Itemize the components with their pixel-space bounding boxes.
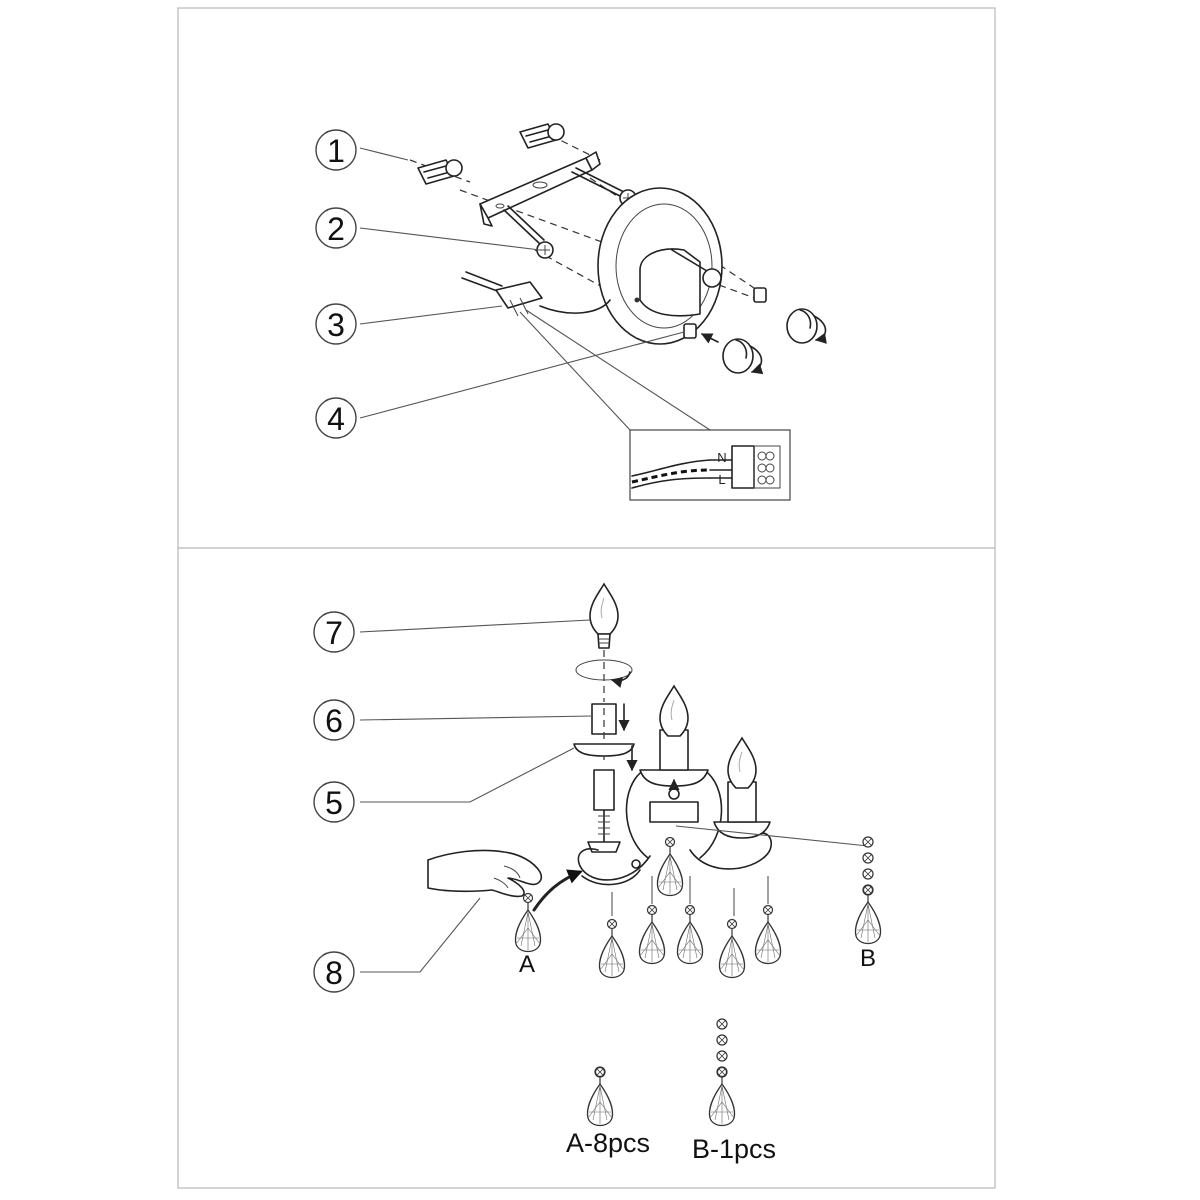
candle-bulb-icon (589, 583, 619, 649)
callout-leader (360, 897, 481, 973)
screw-icon (503, 205, 554, 259)
callout-leader (359, 331, 685, 419)
canopy-icon (597, 187, 723, 345)
lamp-socket-icon (593, 769, 615, 811)
svg-text:1: 1 (327, 133, 345, 169)
terminal-label-l: L (718, 472, 725, 487)
callout-leader (359, 619, 591, 633)
callout-1: 1 (315, 129, 357, 171)
qty-a-label: A-8pcs (566, 1128, 650, 1158)
cap-icon (722, 338, 764, 375)
qty-b-label: B-1pcs (692, 1134, 776, 1164)
callout-5: 5 (313, 781, 355, 823)
mounting-bracket-icon (479, 151, 601, 227)
callout-7: 7 (313, 611, 355, 653)
guide-line (409, 159, 471, 183)
terminal-block-icon (461, 271, 611, 317)
rotation-arrow (575, 659, 633, 688)
bobeche-icon (587, 841, 621, 853)
callout-leader (675, 825, 869, 847)
callout-8: 8 (313, 951, 355, 993)
thread-marks (598, 815, 610, 835)
svg-text:6: 6 (325, 703, 343, 739)
callout-leader (359, 147, 409, 161)
callout-leader (359, 715, 593, 721)
svg-text:8: 8 (325, 955, 343, 991)
terminal-label-n: N (717, 450, 726, 465)
callout-3: 3 (315, 303, 357, 345)
top-panel (177, 7, 996, 549)
callout-leader (360, 747, 575, 803)
svg-text:3: 3 (327, 307, 345, 343)
direction-arrow (700, 333, 719, 344)
svg-text:7: 7 (325, 615, 343, 651)
svg-text:5: 5 (325, 785, 343, 821)
svg-text:2: 2 (327, 211, 345, 247)
callout-6: 6 (313, 699, 355, 741)
wall-plug-icon (417, 159, 463, 185)
callout-4: 4 (315, 397, 357, 439)
callout-leader (359, 305, 503, 325)
crystal-b-label: B (860, 945, 876, 972)
hand-icon (427, 849, 543, 898)
cap-icon (786, 308, 827, 344)
callout-2: 2 (315, 207, 357, 249)
left-arm (577, 848, 651, 886)
nut-icon (683, 323, 697, 339)
wiring-detail: N L (519, 309, 791, 501)
svg-text:4: 4 (327, 401, 345, 437)
callout-leader (359, 227, 541, 251)
attach-arrow (532, 869, 583, 912)
nut-icon (753, 287, 767, 303)
crystal-a-label: A (519, 951, 535, 978)
wall-plug-icon (519, 123, 565, 149)
bottom-panel (177, 547, 996, 1189)
